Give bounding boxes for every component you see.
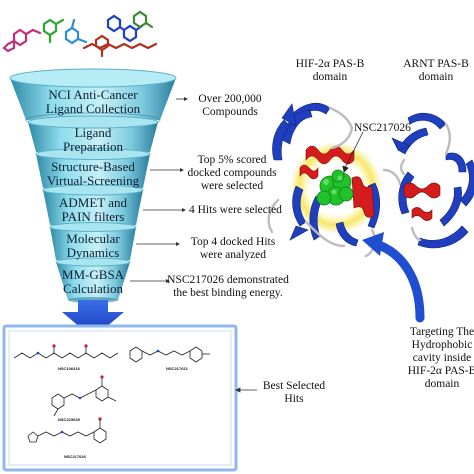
hit-nitrogens [36, 349, 160, 434]
hits-box [2, 324, 238, 472]
hit-label-4: NSC217026 [64, 454, 86, 459]
annotation-4-hits: 4 Hits were selected [189, 204, 282, 216]
ligand-molecules-illustration [2, 10, 158, 58]
annotation-connectors [130, 98, 184, 282]
arnt-label: ARNT PAS-B domain [403, 58, 469, 83]
protein-structure [267, 103, 474, 258]
hit-structures [13, 346, 210, 444]
best-hits-connector [235, 387, 257, 393]
stage-label-nci: NCI Anti-Cancer Ligand Collection [45, 87, 141, 117]
targeting-label: Targeting The Hydrophobic cavity inside … [407, 326, 474, 390]
annotation-best-energy: NSC217026 demonstrated the best binding … [167, 274, 289, 299]
ligand-label: NSC217026 [354, 122, 411, 134]
screening-funnel [9, 68, 177, 303]
ligand-label-connector [342, 131, 364, 173]
down-arrow [62, 300, 124, 338]
stage-label-mmgbsa: MM-GBSA Calculation [61, 267, 125, 297]
hif-label: HIF-2α PAS-B domain [295, 58, 365, 83]
annotation-top4: Top 4 docked Hits were analyzed [190, 236, 276, 261]
hit-label-3: NSC215639 [58, 417, 80, 422]
stage-label-virtual-screening: Structure-Based Virtual-Screening [46, 159, 140, 189]
hit-label-2: NSC217021 [166, 366, 188, 371]
hit-heteroatoms [52, 344, 104, 421]
annotation-top5: Top 5% scored docked compounds were sele… [187, 154, 277, 192]
annotation-compounds: Over 200,000 Compounds [198, 93, 262, 118]
best-hits-label: Best Selected Hits [262, 380, 326, 405]
targeting-arrow [371, 239, 425, 323]
hit-label-1: NSC106416 [58, 366, 80, 371]
connector-arrowheads [166, 97, 188, 283]
stage-label-molecular-dynamics: Molecular Dynamics [66, 231, 120, 261]
stage-label-admet: ADMET and PAIN filters [58, 195, 127, 225]
stage-label-ligand-preparation: Ligand Preparation [63, 125, 123, 155]
